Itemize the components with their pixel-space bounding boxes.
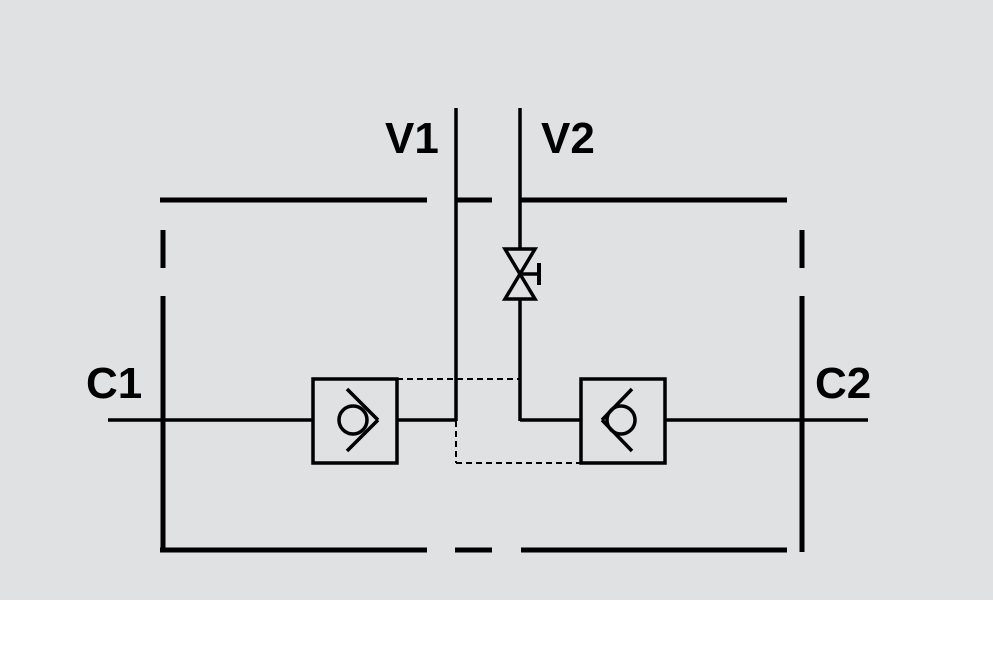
flow-lines xyxy=(108,108,868,422)
throttle-valve-upper-triangle xyxy=(501,247,539,278)
check-valve-right-seat-lower xyxy=(600,418,634,453)
diagram-background xyxy=(0,0,993,600)
check-valve-right xyxy=(579,377,667,465)
check-valve-left xyxy=(311,377,399,465)
throttle-valve-lower-triangle xyxy=(501,270,539,301)
port-label-c1: C1 xyxy=(86,359,142,408)
check-valve-left-ball xyxy=(337,404,369,436)
check-valve-right-ball xyxy=(605,404,637,436)
check-valve-left-body xyxy=(311,377,399,465)
check-valve-left-seat-lower xyxy=(345,418,380,453)
pilot-lines xyxy=(397,378,581,464)
port-label-c2: C2 xyxy=(815,359,871,408)
port-label-v1: V1 xyxy=(385,114,439,163)
check-valve-left-seat-upper xyxy=(345,387,380,422)
check-valve-right-body xyxy=(579,377,667,465)
housing-boundary xyxy=(160,197,805,553)
port-label-v2: V2 xyxy=(541,114,595,163)
check-valve-right-seat-upper xyxy=(600,387,634,422)
throttle-valve xyxy=(501,247,541,301)
